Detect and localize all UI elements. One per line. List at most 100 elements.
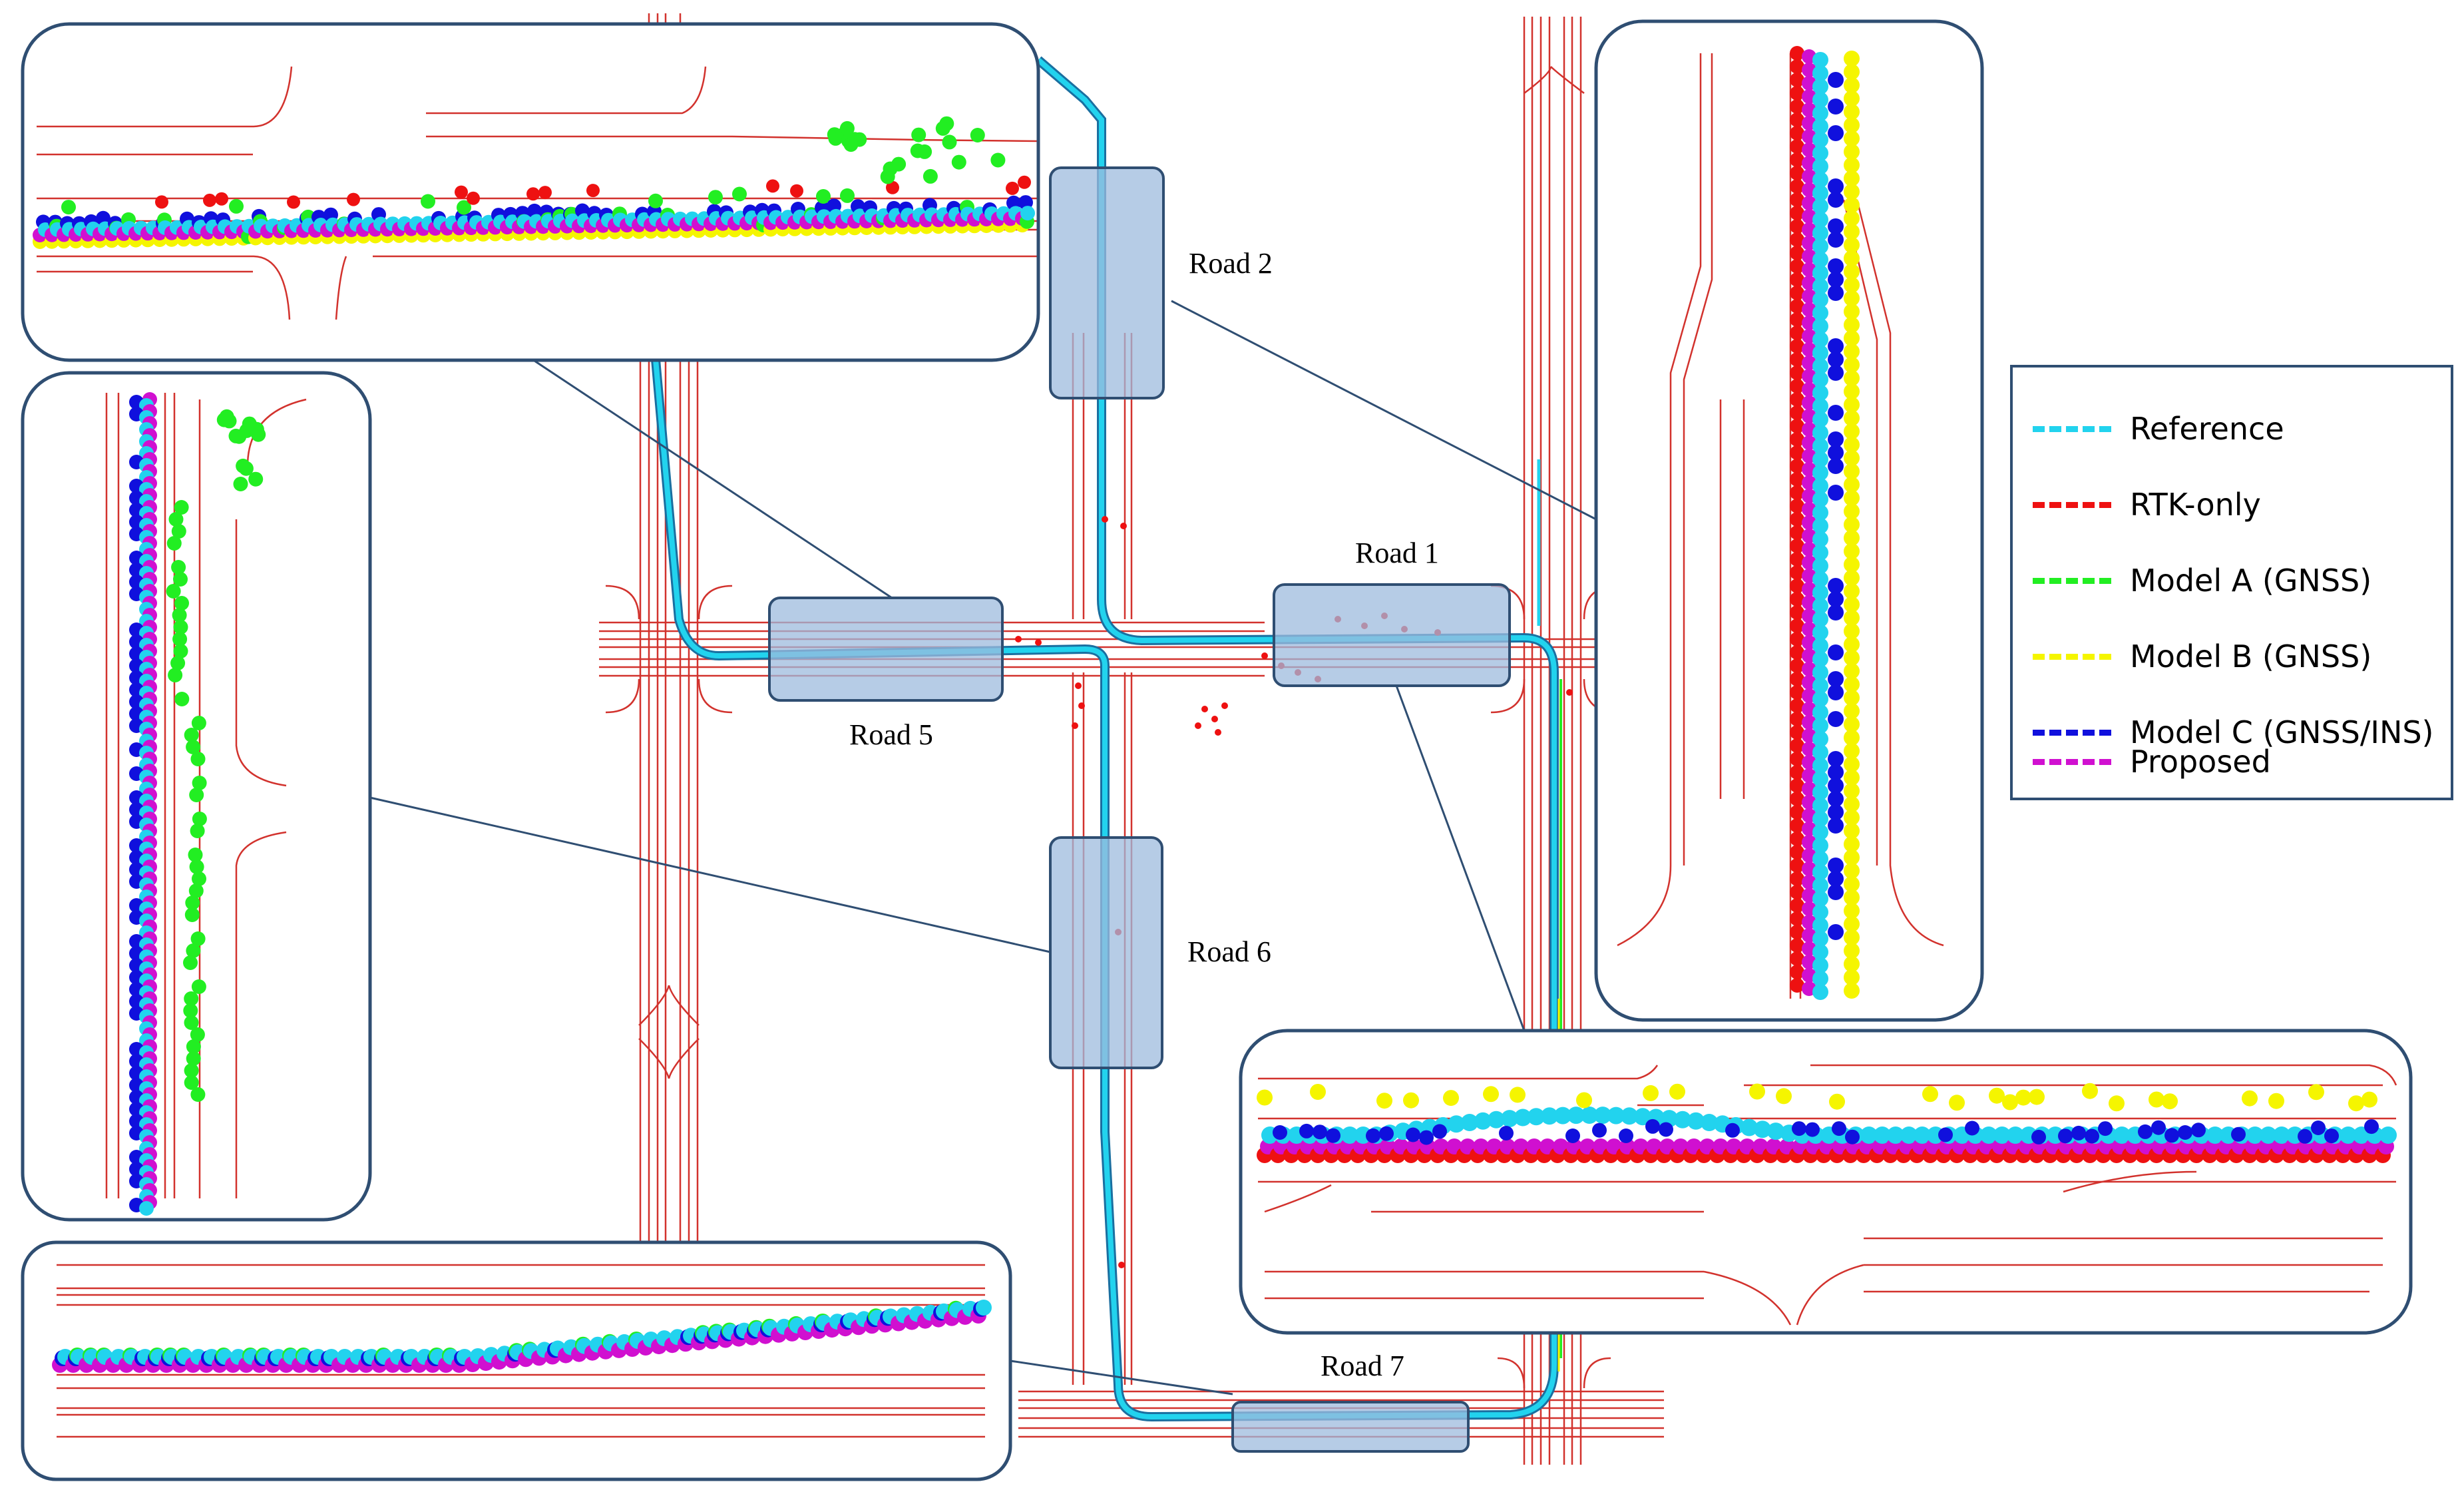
model-a-point	[990, 152, 1006, 168]
model-c-point	[1828, 485, 1844, 501]
reference-point	[1812, 944, 1828, 960]
reference-point	[1812, 252, 1828, 268]
model-c-point	[2085, 1128, 2099, 1144]
model-c-point	[2298, 1128, 2312, 1144]
rtk-only-point	[1790, 459, 1804, 473]
model-c-point	[1828, 764, 1844, 780]
model-a-point	[839, 121, 855, 136]
model-b-point	[1844, 210, 1860, 226]
model-b-point	[1403, 1092, 1419, 1109]
model-b-point	[1844, 144, 1860, 160]
rtk-only-point	[1790, 525, 1804, 540]
reference-point	[1341, 1126, 1358, 1144]
rtk-only-point	[1790, 885, 1804, 899]
model-c-point	[1828, 458, 1844, 474]
model-c-point	[2098, 1121, 2113, 1136]
reference-point	[1701, 1114, 1718, 1131]
model-b-point	[1829, 1093, 1845, 1110]
model-c-point	[1419, 1130, 1434, 1145]
rtk-only-point	[1790, 632, 1804, 646]
reference-point	[1621, 1107, 1638, 1125]
reference-point	[1674, 1111, 1691, 1128]
reference-point	[1020, 206, 1035, 221]
model-c-point	[1828, 178, 1844, 194]
model-b-point	[1844, 929, 1860, 945]
rtk-only-point	[1790, 126, 1804, 140]
rtk-only-point	[1790, 206, 1804, 220]
reference-point	[1812, 212, 1828, 228]
model-b-point	[1844, 969, 1860, 985]
reference-point	[1812, 372, 1828, 387]
reference-point	[1594, 1107, 1611, 1124]
model-a-point	[910, 143, 925, 158]
model-a-point	[191, 979, 206, 994]
rtk-only-point	[203, 193, 216, 207]
model-c-point	[1659, 1122, 1673, 1137]
model-b-point	[1844, 730, 1860, 746]
model-b-point	[2029, 1089, 2045, 1105]
reference-point	[1812, 691, 1828, 707]
rtk-only-point	[1790, 965, 1804, 979]
reference-point	[1812, 225, 1828, 241]
reference-point	[1812, 931, 1828, 947]
model-b-point	[1844, 170, 1860, 186]
reference-point	[1812, 278, 1828, 294]
model-b-point	[1844, 676, 1860, 692]
model-c-point	[1326, 1128, 1340, 1143]
road-label-1: Road 1	[1355, 537, 1439, 569]
model-a-point	[170, 656, 186, 670]
model-c-point	[1499, 1126, 1514, 1140]
model-b-point	[1844, 943, 1860, 959]
reference-point	[1860, 1126, 1878, 1144]
model-b-point	[2109, 1095, 2125, 1112]
rtk-only-point	[1790, 778, 1804, 793]
reference-point	[1812, 119, 1828, 134]
model-c-point	[1592, 1122, 1607, 1138]
model-a-point	[174, 692, 190, 706]
reference-point	[1812, 105, 1828, 121]
model-b-point	[1844, 104, 1860, 120]
rtk-only-point	[1790, 405, 1804, 420]
model-c-point	[1832, 1121, 1846, 1136]
reference-point	[1812, 518, 1828, 534]
rtk-only-point	[1790, 911, 1804, 926]
model-a-point	[189, 860, 204, 874]
reference-point	[1812, 545, 1828, 561]
model-a-point	[942, 134, 957, 150]
reference-point	[1812, 838, 1828, 854]
rtk-only-point	[1790, 805, 1804, 820]
rtk-only-point	[1790, 99, 1804, 114]
model-c-point	[2324, 1128, 2339, 1144]
rtk-only-point	[1790, 419, 1804, 433]
model-b-point	[1669, 1083, 1685, 1100]
model-a-point	[236, 458, 251, 473]
reference-point	[1741, 1119, 1758, 1136]
rtk-only-point	[1790, 592, 1804, 607]
model-b-point	[1844, 224, 1860, 240]
model-c-point	[1366, 1128, 1380, 1143]
road-label-2: Road 2	[1189, 247, 1273, 280]
model-a-point	[251, 427, 266, 442]
reference-point	[1754, 1121, 1771, 1138]
reference-point	[1812, 798, 1828, 814]
model-c-point	[1965, 1121, 1979, 1136]
legend-swatch	[2033, 425, 2111, 432]
model-b-point	[1310, 1084, 1326, 1100]
rtk-only-point	[1790, 672, 1804, 686]
reference-point	[1812, 145, 1828, 161]
reference-point	[2260, 1126, 2277, 1144]
model-b-point	[1443, 1090, 1459, 1107]
model-a-point	[172, 608, 187, 623]
model-b-point	[1844, 597, 1860, 613]
reference-point	[1607, 1107, 1625, 1124]
reference-point	[1812, 585, 1828, 601]
model-b-point	[1844, 91, 1860, 107]
rtk-only-point	[1790, 312, 1804, 327]
model-b-point	[1844, 357, 1860, 373]
legend: Reference RTK-only Model A (GNSS) Model …	[2010, 365, 2453, 800]
model-b-point	[2308, 1084, 2324, 1101]
model-c-point	[1828, 445, 1844, 461]
model-c-point	[1828, 72, 1844, 88]
model-b-point	[1376, 1093, 1392, 1109]
reference-point	[1812, 957, 1828, 973]
